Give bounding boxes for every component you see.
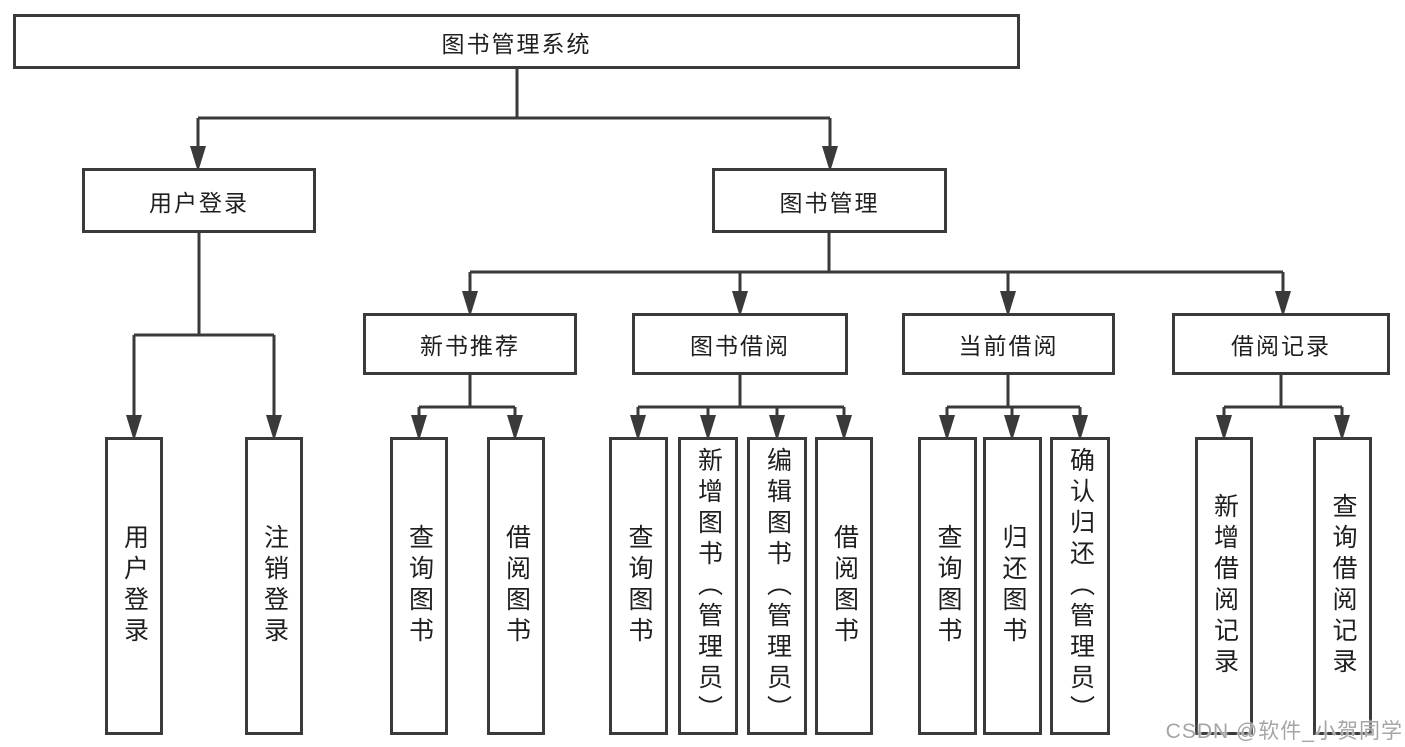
leaf-bb-borrow-books-label: 借阅图书 — [830, 524, 859, 648]
leaf-br-query-record-label: 查询借阅记录 — [1329, 493, 1357, 679]
leaf-user-login-label: 用户登录 — [120, 524, 149, 648]
node-borrowing-records-label: 借阅记录 — [1231, 333, 1331, 359]
leaf-rec-borrow-books-label: 借阅图书 — [502, 524, 531, 648]
node-current-borrowing-label: 当前借阅 — [958, 333, 1059, 359]
csdn-watermark: CSDN @软件_小贺同学 — [1165, 720, 1403, 743]
root-node-label: 图书管理系统 — [441, 30, 592, 57]
leaf-rec-query-books-label: 查询图书 — [405, 524, 434, 648]
leaf-bb-edit-books-admin-label: 编辑图书（管理员） — [763, 446, 792, 726]
leaf-rec-borrow-books: 借阅图书 — [487, 437, 545, 735]
leaf-bb-query-books-label: 查询图书 — [625, 524, 653, 648]
leaf-rec-query-books: 查询图书 — [390, 437, 448, 735]
node-book-management: 图书管理 — [712, 168, 947, 233]
leaf-br-add-record: 新增借阅记录 — [1195, 437, 1253, 735]
leaf-cb-return-books: 归还图书 — [983, 437, 1042, 735]
leaf-bb-add-books-admin-label: 新增图书（管理员） — [694, 446, 723, 726]
node-book-management-label: 图书管理 — [779, 189, 880, 216]
leaf-logout-label: 注销登录 — [260, 524, 289, 648]
node-new-book-recommend: 新书推荐 — [363, 313, 577, 375]
node-user-login-label: 用户登录 — [149, 189, 249, 216]
leaf-cb-query-books-label: 查询图书 — [934, 524, 962, 648]
node-current-borrowing: 当前借阅 — [902, 313, 1115, 375]
leaf-cb-confirm-return-admin-label: 确认归还（管理员） — [1066, 446, 1095, 726]
node-book-borrowing: 图书借阅 — [632, 313, 848, 375]
leaf-bb-borrow-books: 借阅图书 — [815, 437, 873, 735]
node-borrowing-records: 借阅记录 — [1172, 313, 1390, 375]
node-new-book-recommend-label: 新书推荐 — [420, 333, 520, 359]
root-node: 图书管理系统 — [13, 14, 1020, 69]
node-book-borrowing-label: 图书借阅 — [690, 333, 790, 359]
leaf-bb-edit-books-admin: 编辑图书（管理员） — [747, 437, 807, 735]
leaf-cb-confirm-return-admin: 确认归还（管理员） — [1050, 437, 1110, 735]
leaf-br-query-record: 查询借阅记录 — [1313, 437, 1372, 735]
leaf-user-login: 用户登录 — [105, 437, 163, 735]
node-user-login: 用户登录 — [82, 168, 316, 233]
leaf-bb-add-books-admin: 新增图书（管理员） — [678, 437, 738, 735]
leaf-br-add-record-label: 新增借阅记录 — [1210, 493, 1239, 679]
leaf-bb-query-books: 查询图书 — [609, 437, 668, 735]
leaf-cb-query-books: 查询图书 — [918, 437, 977, 735]
leaf-logout: 注销登录 — [245, 437, 303, 735]
leaf-cb-return-books-label: 归还图书 — [999, 524, 1027, 648]
